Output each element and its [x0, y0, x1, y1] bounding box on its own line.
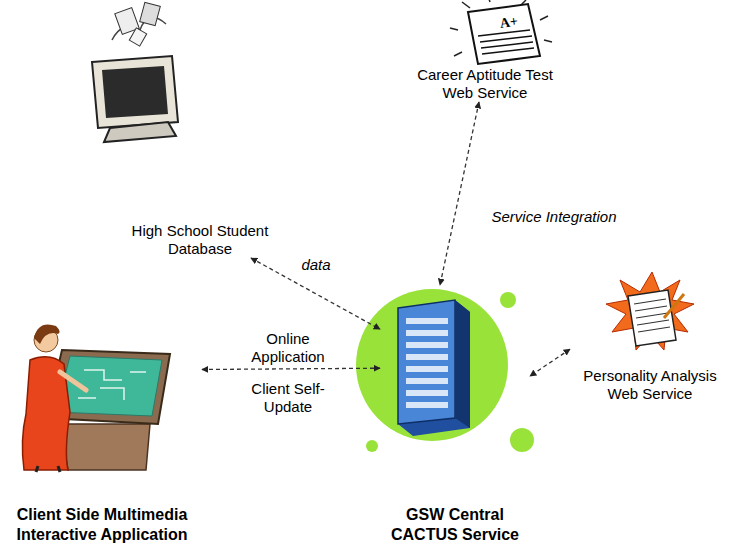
node-label: High School Student Database: [130, 222, 270, 258]
green-circle: [356, 289, 508, 441]
node-label: Client Side Multimedia Interactive Appli…: [10, 505, 195, 545]
node-label: Personality Analysis Web Service: [575, 367, 725, 403]
node-label: Career Aptitude Test Web Service: [405, 66, 565, 102]
svg-text:A+: A+: [499, 14, 519, 31]
green-dot: [366, 440, 378, 452]
service-node: Client Side Multimedia Interactive Appli…: [2, 320, 202, 545]
node-label: GSW Central CACTUS Service: [380, 505, 530, 545]
computer-icon: [92, 2, 178, 142]
client-kiosk-icon: [22, 325, 170, 473]
server-icon: [398, 300, 470, 436]
dashed-connector: [440, 102, 479, 285]
dashed-connector: [530, 349, 570, 376]
edge-label: data: [296, 256, 336, 274]
connector-note: Client Self-Update: [238, 380, 338, 416]
personality-icon: [606, 272, 694, 350]
service-node: High School Student Database: [115, 0, 285, 258]
edge-label: Online Application: [238, 330, 338, 366]
service-node: GSW Central CACTUS Service: [380, 285, 530, 545]
green-dot: [510, 428, 534, 452]
test-paper-icon: A+: [450, 0, 552, 64]
service-node: Career Aptitude Test Web Service: [385, 0, 585, 102]
edge-label: Service Integration: [484, 208, 624, 226]
service-node: Personality Analysis Web Service: [570, 275, 730, 403]
green-dot: [500, 292, 516, 308]
dashed-connector: [202, 368, 380, 369]
